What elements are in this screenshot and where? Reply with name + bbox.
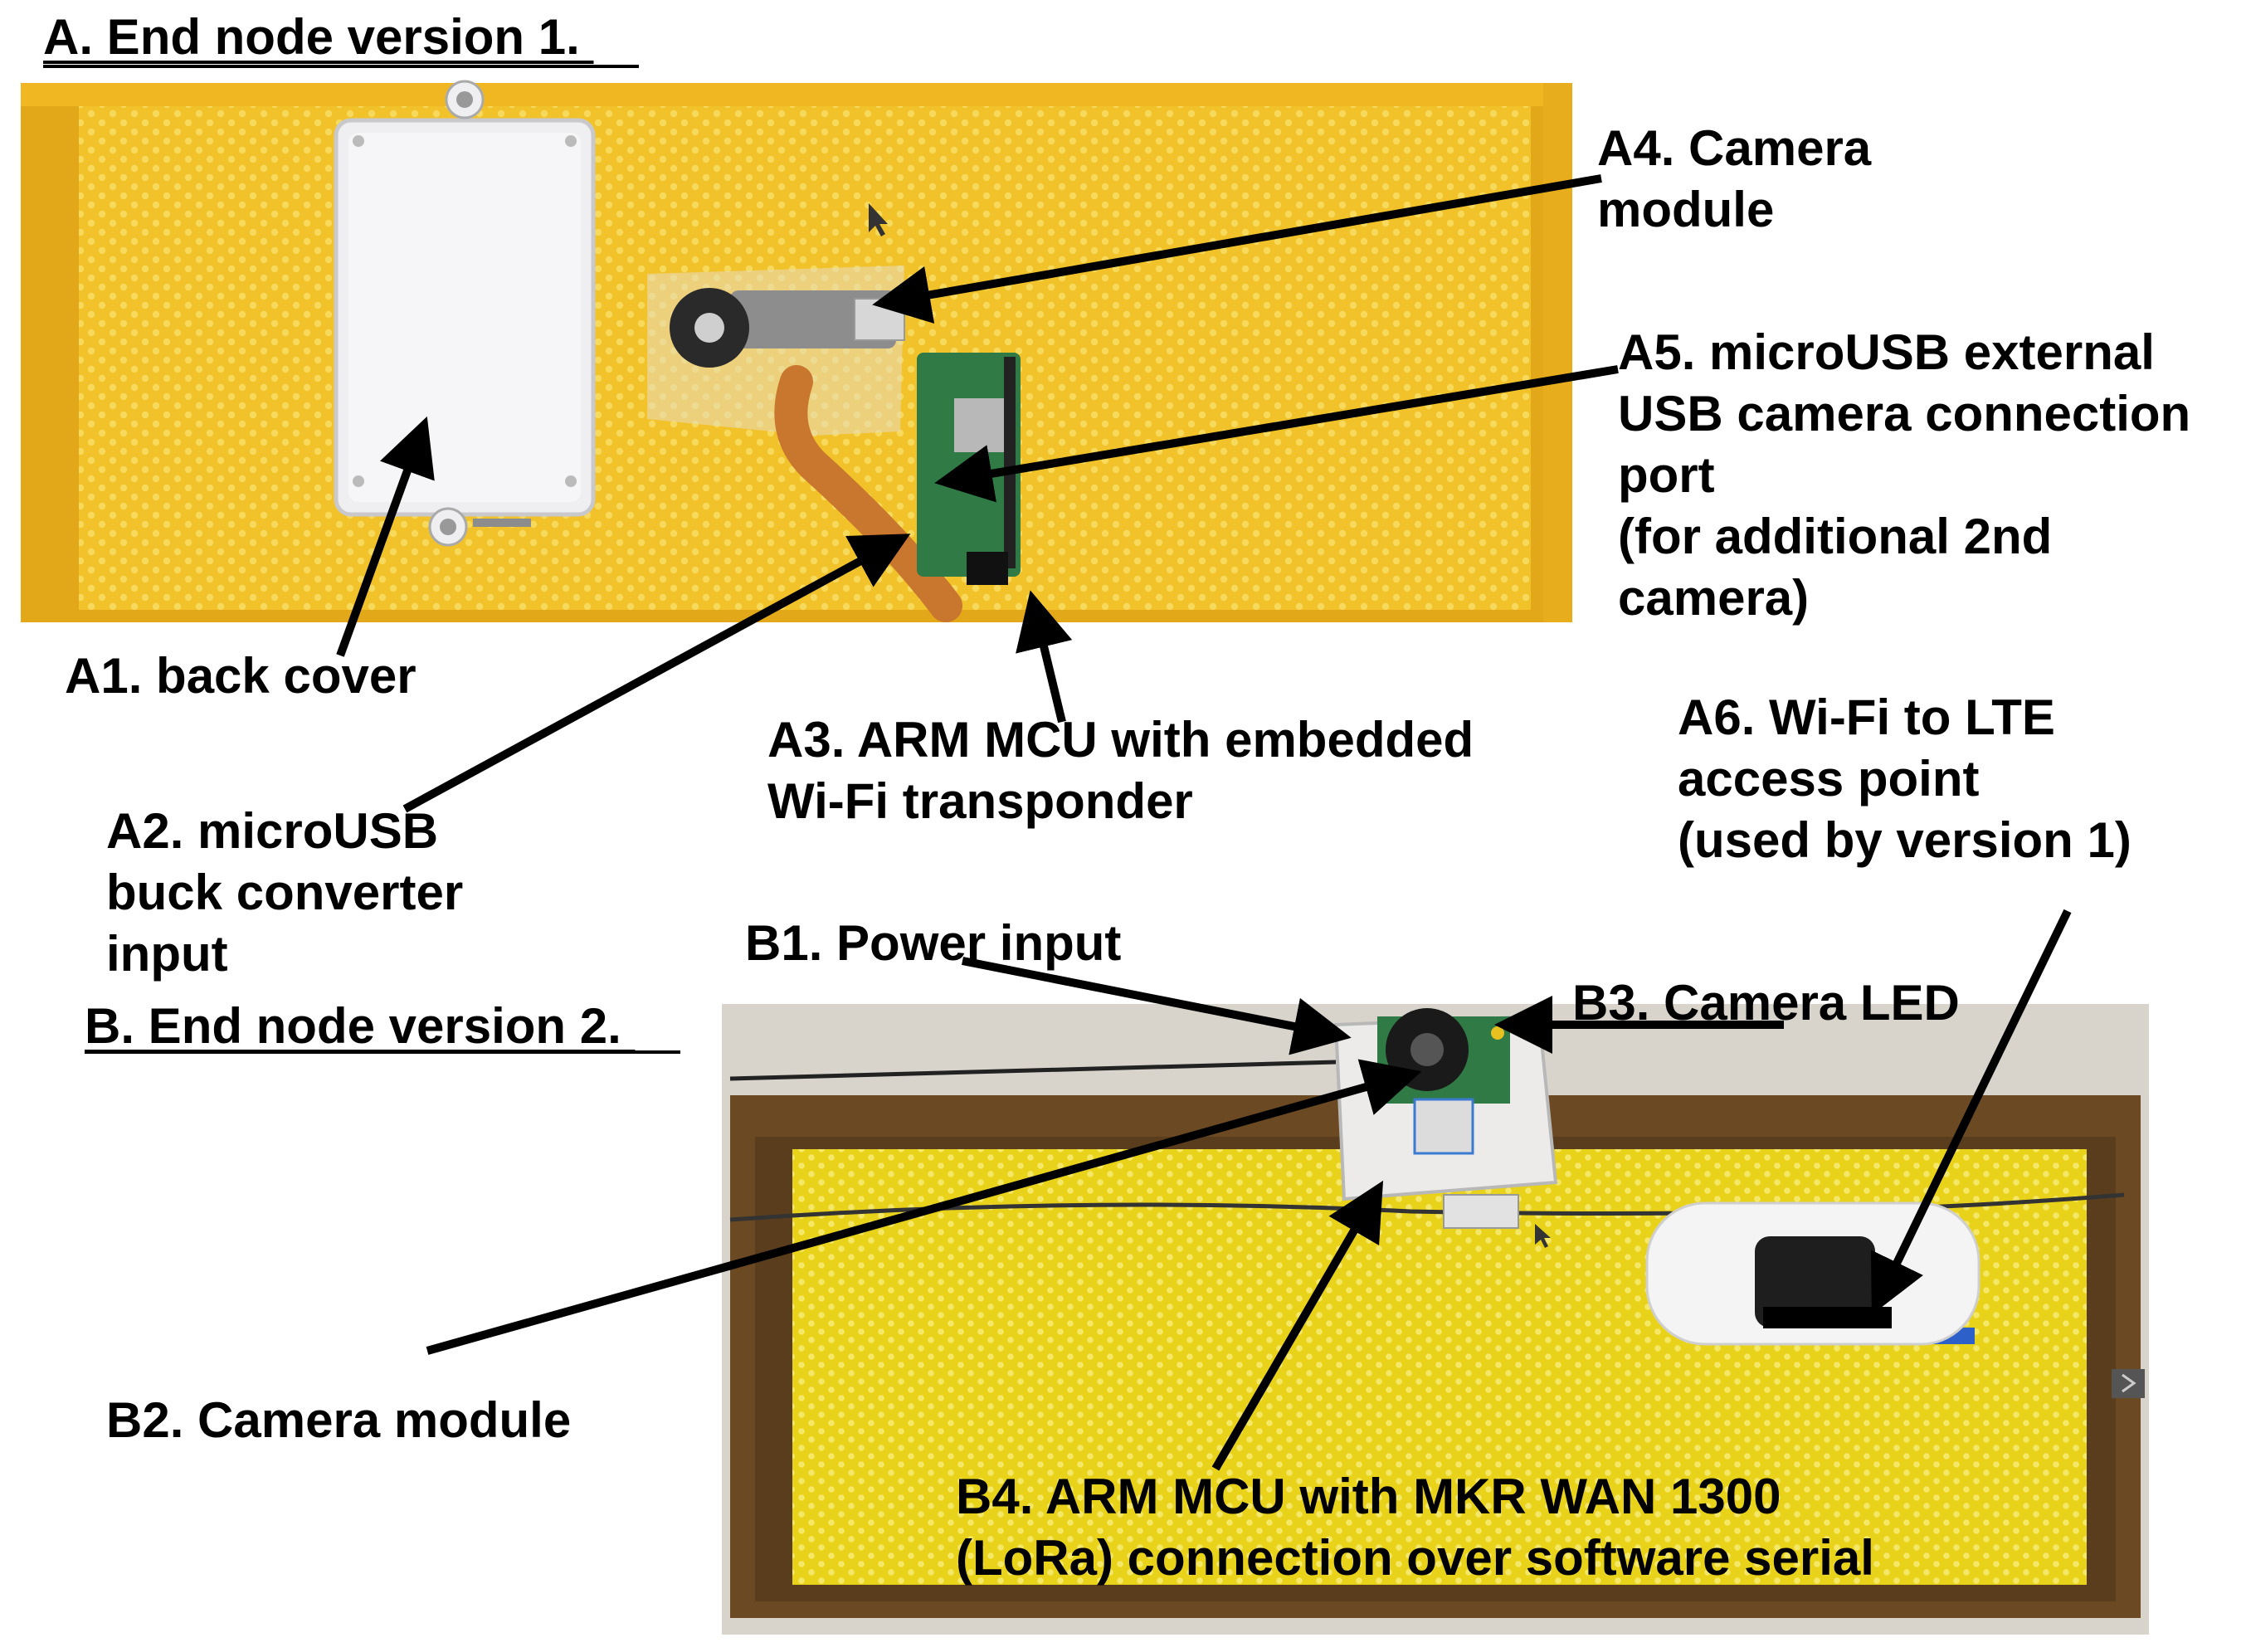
arrow-b1 [962,957,1352,1055]
label-b1-power-input: B1. Power input [745,915,1122,971]
arrow-a1 [336,416,435,657]
arrow-a4 [872,174,1602,324]
arrow-b2 [426,1059,1422,1355]
photo-end-node-v2 [722,1004,2149,1635]
label-a1-back-cover: A1. back cover [65,648,417,704]
mouse-pointer-icon [869,203,888,236]
annotation-arrows [336,174,2072,1471]
label-a4-camera-module: A4. Camera module [1597,120,1872,237]
arrow-b4 [1211,1180,1384,1471]
label-a5-usb-port: A5. microUSB external USB camera connect… [1618,324,2191,626]
label-b2-camera-module: B2. Camera module [106,1392,572,1448]
arrow-a5 [934,365,1619,503]
lte-access-point [1645,1201,1980,1346]
label-b4-arm-mcu-lora: B4. ARM MCU with MKR WAN 1300 (LoRa) con… [956,1469,1874,1586]
label-a2-buck-converter: A2. microUSB buck converter input [106,803,464,982]
section-b-heading: B. End node version 2. [85,998,636,1054]
arrow-a6 [1870,909,2072,1315]
photo-end-node-v1 [21,80,1572,622]
label-a6-lte-access-point: A6. Wi-Fi to LTE access point (used by v… [1678,690,2132,868]
label-b3-camera-led: B3. Camera LED [1572,975,1960,1031]
arrow-a2 [402,534,911,813]
section-a-heading: A. End node version 1. [43,9,594,65]
label-a3-arm-mcu: A3. ARM MCU with embedded Wi-Fi transpon… [767,712,1474,829]
next-arrow-icon [2112,1369,2145,1398]
arrow-a3 [1016,590,1073,724]
mouse-pointer-icon-2 [1535,1224,1551,1248]
back-cover-box [334,80,596,547]
